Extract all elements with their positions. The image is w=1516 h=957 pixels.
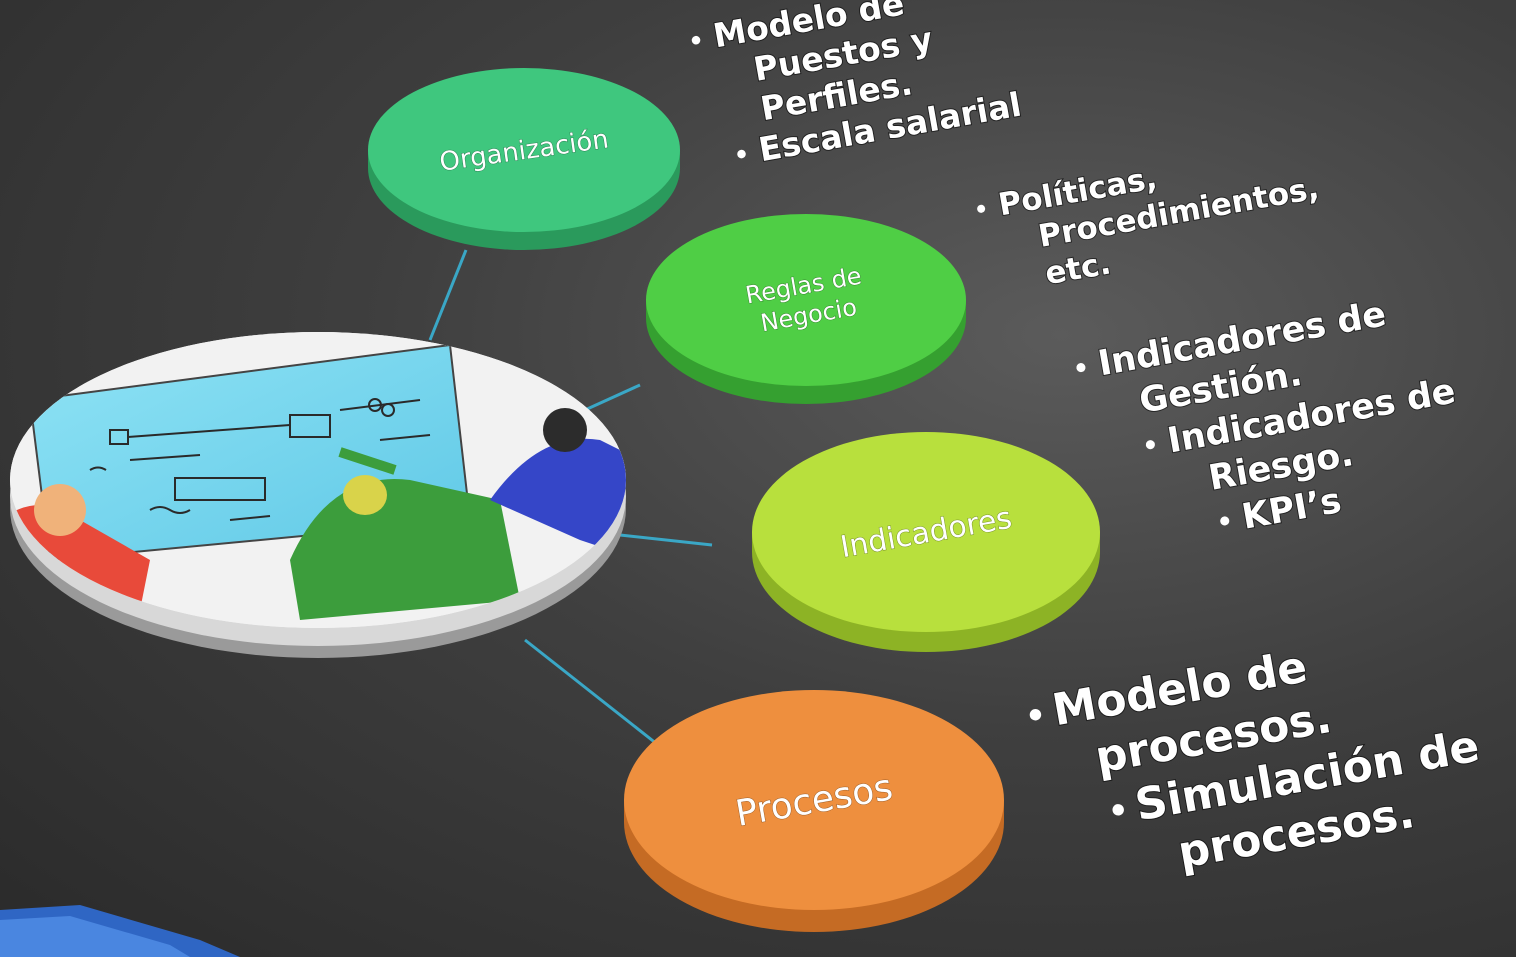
- node-procesos: Procesos: [624, 690, 1004, 932]
- hub-disc: [10, 332, 626, 658]
- bullet-dot-icon: [1220, 516, 1230, 526]
- node-indicadores-top: [752, 432, 1100, 632]
- person-left-head: [34, 484, 86, 536]
- node-reglas-top: [646, 214, 966, 386]
- bullet-dot-icon: [737, 149, 746, 159]
- node-procesos-top: [624, 690, 1004, 910]
- bullet-dot-icon: [1112, 804, 1124, 816]
- person-center-head: [343, 475, 387, 515]
- person-right-head: [543, 408, 587, 452]
- bullet-dot-icon: [1029, 709, 1042, 721]
- sketch-illustration: [10, 332, 626, 628]
- bullet-list-reglas: Políticas,Procedimientos,etc.: [977, 159, 1323, 293]
- connector-reglas: [584, 383, 641, 412]
- pointing-arm: [338, 447, 397, 475]
- bullet-dot-icon: [1076, 363, 1086, 373]
- person-center: [290, 479, 520, 620]
- bullet-dot-icon: [977, 204, 986, 213]
- connector-procesos: [524, 638, 663, 750]
- bullet-dot-icon: [691, 35, 701, 45]
- node-organizacion: Organización: [368, 68, 680, 250]
- whiteboard-scribbles: [89, 398, 431, 521]
- connector-lines: [428, 249, 713, 750]
- corner-accent-highlight: [0, 916, 190, 957]
- node-reglas: Reglas deNegocio: [646, 214, 966, 404]
- node-indicadores: Indicadores: [752, 432, 1100, 652]
- person-right: [490, 438, 626, 560]
- node-organizacion-top: [368, 68, 680, 232]
- bullet-dot-icon: [1145, 440, 1155, 450]
- connector-indicadores: [619, 533, 713, 547]
- connector-organizacion: [428, 249, 468, 341]
